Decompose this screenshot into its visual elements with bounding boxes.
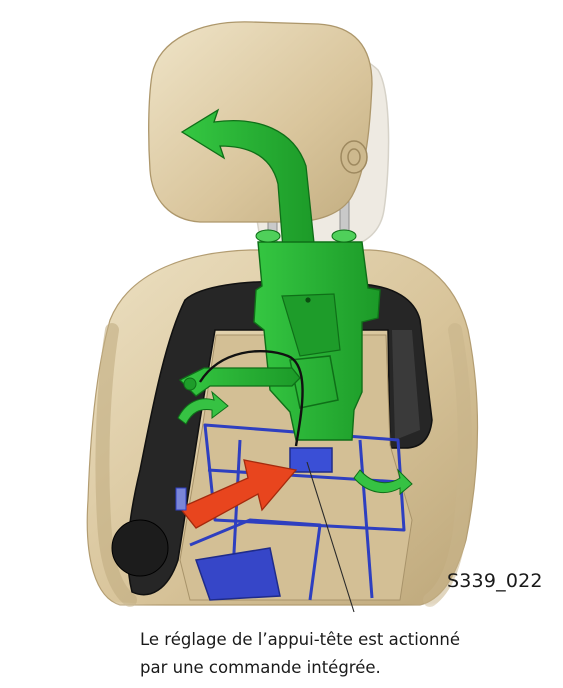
post-guide-left [256,230,280,242]
headrest-emblem [341,141,367,173]
caption: Le réglage de l’appui-tête est actionné … [140,626,555,682]
post-guide-right [332,230,356,242]
figure-reference: S339_022 [447,570,543,592]
caption-line-2: par une commande intégrée. [140,654,555,682]
blue-cable-block [290,448,332,472]
caption-line-1: Le réglage de l’appui-tête est actionné [140,626,555,654]
headrest [149,22,372,222]
